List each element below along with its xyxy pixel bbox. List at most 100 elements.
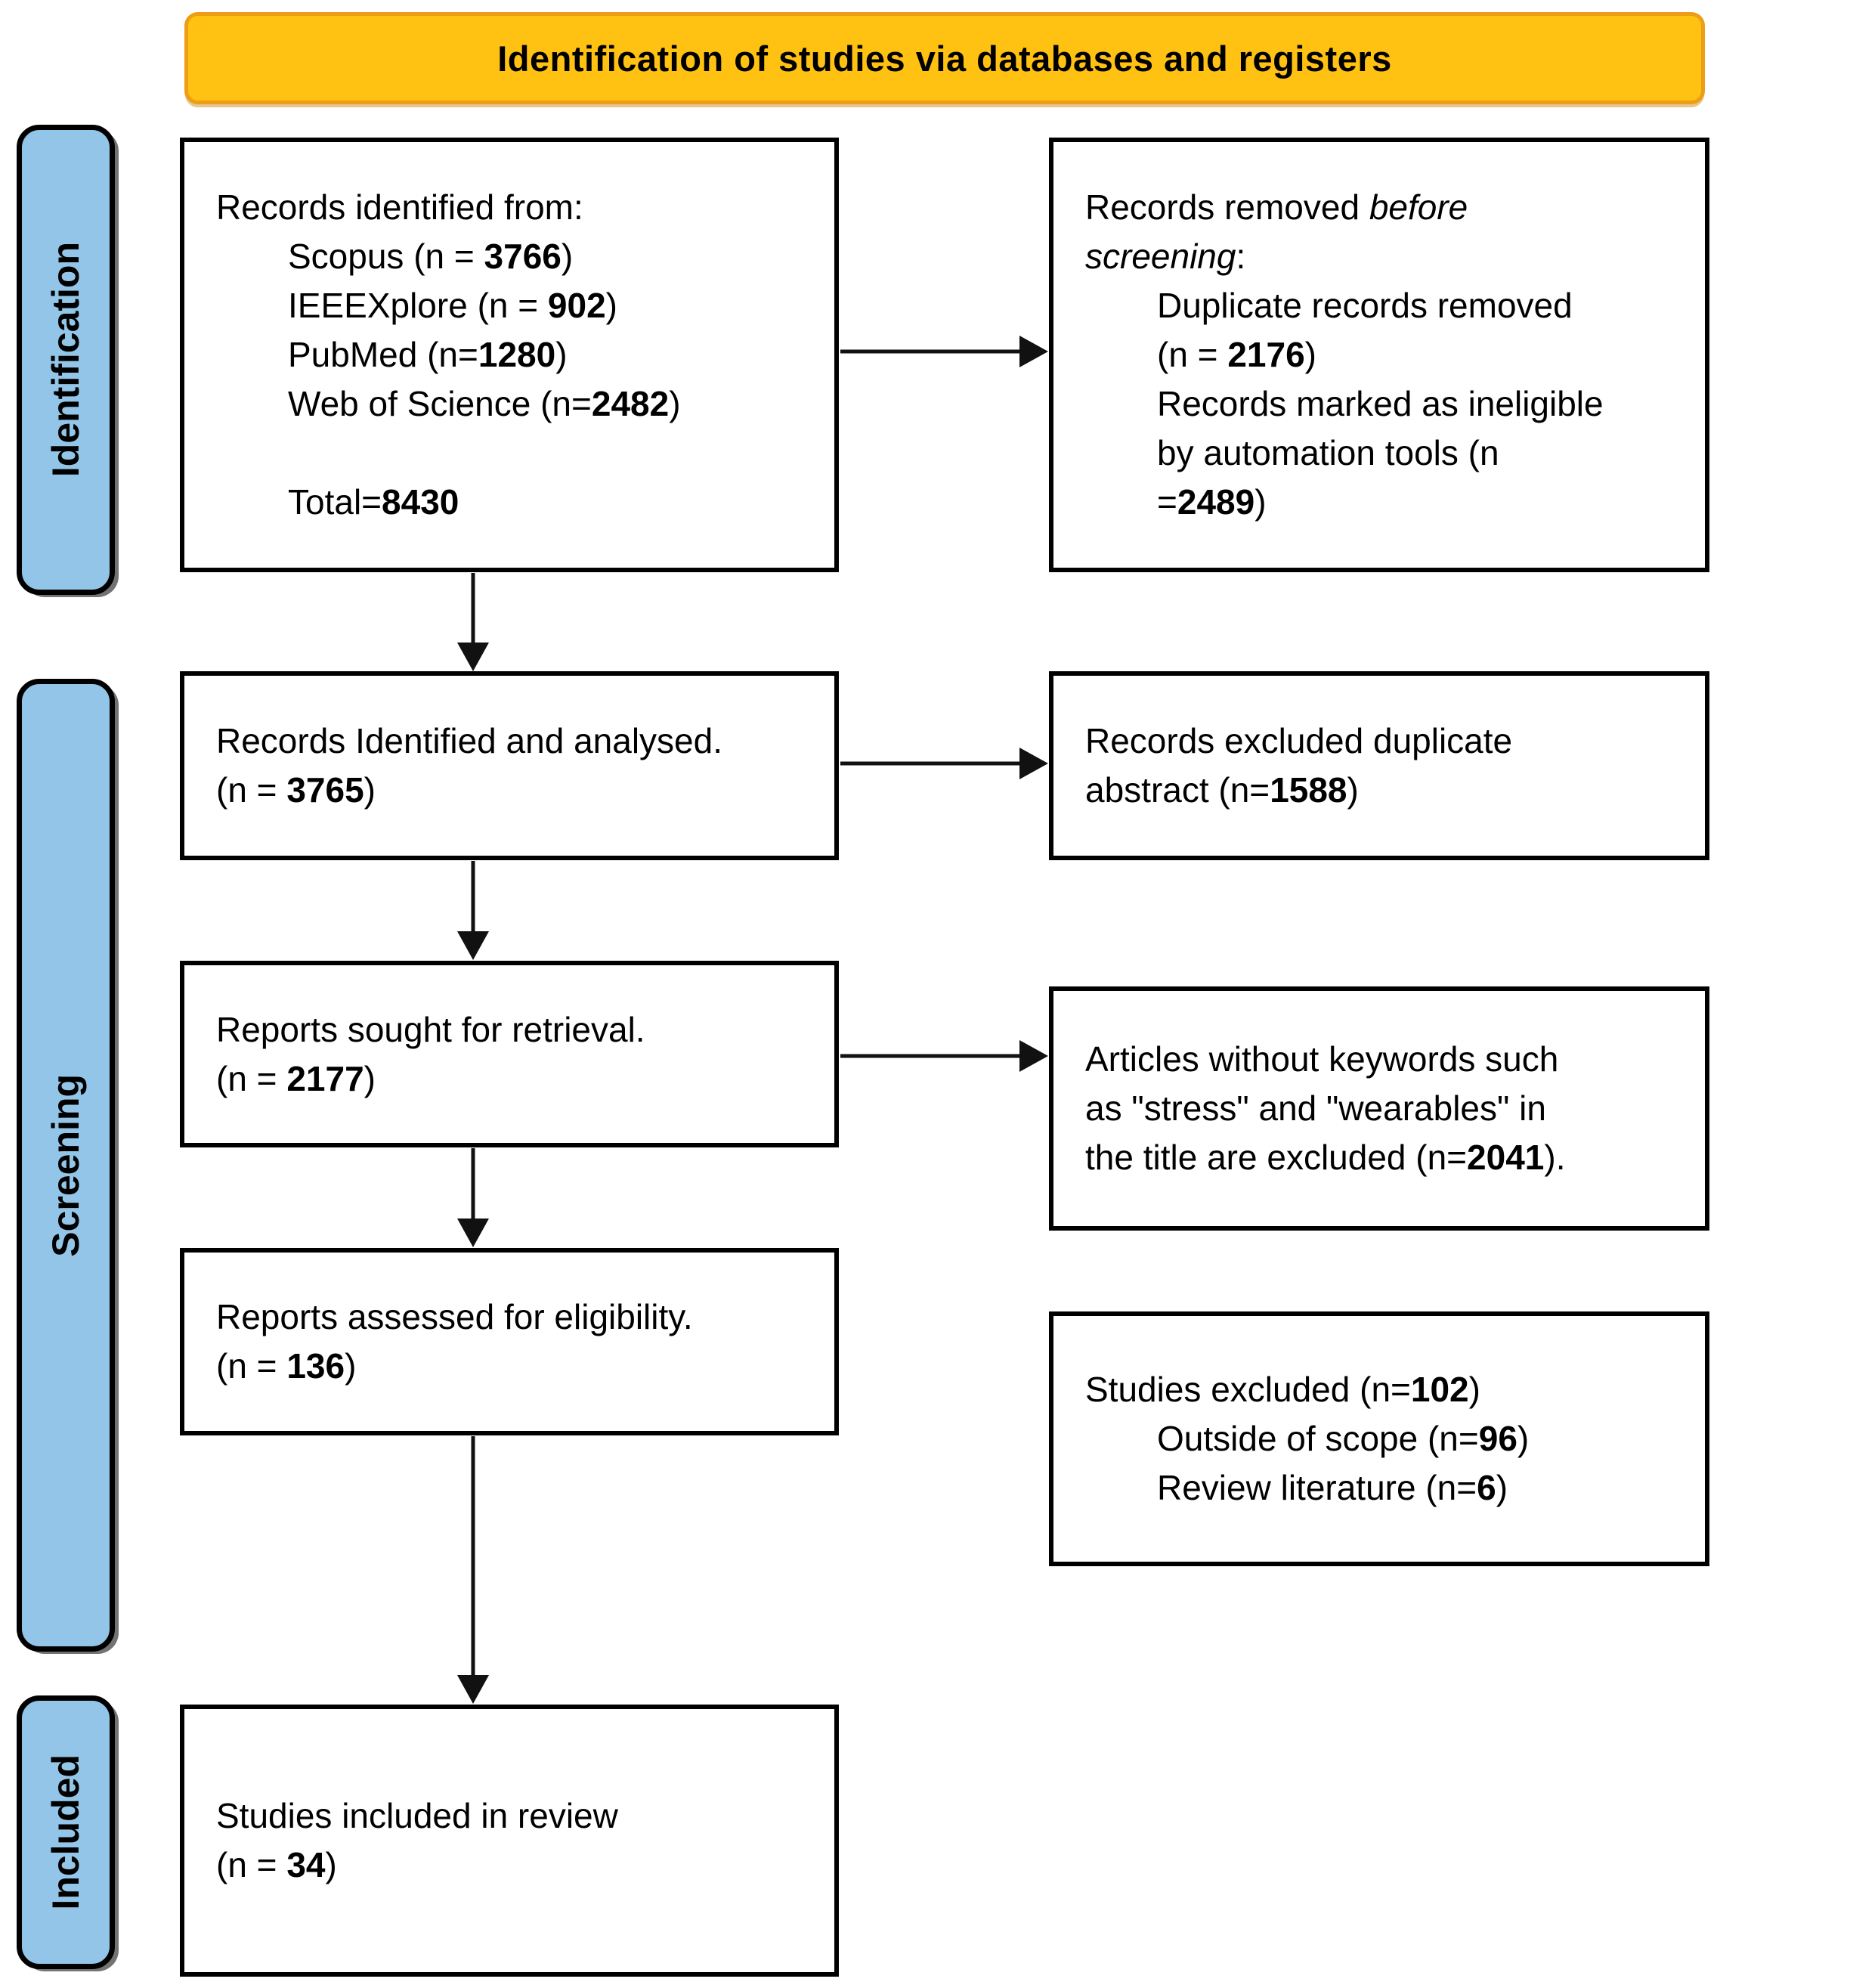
text-line: Articles without keywords such <box>1085 1035 1682 1084</box>
diagram-title: Identification of studies via databases … <box>497 38 1392 79</box>
text-segment: Studies included in review <box>216 1796 618 1835</box>
text-segment: ) <box>555 335 568 374</box>
arrow-right-analysed-to-excluded <box>840 748 1048 779</box>
text-segment: Studies excluded (n= <box>1085 1370 1411 1409</box>
text-segment: (n = <box>216 1346 287 1386</box>
text-line: Outside of scope (n=96) <box>1085 1414 1682 1463</box>
text-line: Studies included in review <box>216 1791 812 1841</box>
text-line: (n = 3765) <box>216 766 812 815</box>
text-line: by automation tools (n <box>1085 429 1682 478</box>
stage-label-identification: Identification <box>17 125 115 595</box>
text-line: PubMed (n=1280) <box>216 330 812 379</box>
text-line: Records marked as ineligible <box>1085 379 1682 429</box>
text-segment: Outside of scope (n= <box>1157 1419 1479 1458</box>
text-line: screening: <box>1085 232 1682 281</box>
text-segment: 3765 <box>286 770 364 810</box>
text-line: Studies excluded (n=102) <box>1085 1365 1682 1414</box>
text-line: Records identified from: <box>216 183 812 232</box>
text-line: Duplicate records removed <box>1085 281 1682 330</box>
text-segment: as "stress" and "wearables" in <box>1085 1088 1546 1128</box>
text-segment: ) <box>345 1346 357 1386</box>
text-segment: Web of Science (n= <box>288 384 592 423</box>
text-segment: ) <box>1254 482 1267 522</box>
text-segment: Records Identified and analysed. <box>216 721 722 760</box>
text-segment: ) <box>364 770 376 810</box>
text-segment: 136 <box>286 1346 345 1386</box>
text-line: (n = 34) <box>216 1841 812 1890</box>
text-segment: Reports assessed for eligibility. <box>216 1297 693 1336</box>
box-reports-assessed: Reports assessed for eligibility. (n = 13… <box>180 1248 839 1435</box>
text-segment: (n = <box>216 1845 287 1884</box>
arrow-down-analysed-to-sought <box>457 861 489 960</box>
box-records-identified: Records identified from: Scopus (n = 3766… <box>180 138 839 572</box>
text-segment: Total= <box>288 482 382 522</box>
text-segment: by automation tools (n <box>1157 433 1499 472</box>
text-segment: 2489 <box>1177 482 1255 522</box>
box-reports-sought: Reports sought for retrieval. (n = 2177) <box>180 961 839 1147</box>
text-line: (n = 2176) <box>1085 330 1682 379</box>
text-segment: Records marked as ineligible <box>1157 384 1604 423</box>
text-segment: = <box>1157 482 1177 522</box>
text-line: abstract (n=1588) <box>1085 766 1682 815</box>
text-line: Reports sought for retrieval. <box>216 1005 812 1054</box>
text-segment: ). <box>1544 1138 1566 1177</box>
box-records-analysed: Records Identified and analysed. (n = 376… <box>180 671 839 860</box>
text-line: Review literature (n=6) <box>1085 1463 1682 1513</box>
text-segment: ) <box>561 237 574 276</box>
text-segment: Records identified from: <box>216 187 583 227</box>
text-segment: Scopus (n = <box>288 237 484 276</box>
arrow-right-identified-to-removed <box>840 336 1048 367</box>
text-segment: Records removed <box>1085 187 1369 227</box>
text-line: (n = 2177) <box>216 1054 812 1104</box>
text-segment: Articles without keywords such <box>1085 1039 1559 1079</box>
text-line: the title are excluded (n=2041). <box>1085 1133 1682 1182</box>
text-line: as "stress" and "wearables" in <box>1085 1084 1682 1133</box>
box-articles-excluded-keywords: Articles without keywords such as "stress… <box>1049 986 1709 1231</box>
stage-label-screening: Screening <box>17 679 115 1652</box>
stage-label-screening-text: Screening <box>45 1073 87 1257</box>
box-studies-included: Studies included in review (n = 34) <box>180 1705 839 1977</box>
text-segment: 2177 <box>286 1058 364 1098</box>
text-line: IEEEXplore (n = 902) <box>216 281 812 330</box>
text-segment: 1588 <box>1270 770 1347 810</box>
text-segment: 2176 <box>1227 335 1305 374</box>
text-segment: 34 <box>286 1845 326 1884</box>
text-segment: : <box>1236 237 1246 276</box>
header-banner: Identification of studies via databases … <box>184 12 1705 104</box>
text-segment: 2041 <box>1467 1138 1545 1177</box>
arrow-down-assessed-to-included <box>457 1436 489 1704</box>
text-segment: ) <box>1468 1370 1480 1409</box>
text-segment: (n = <box>216 770 287 810</box>
text-segment: screening <box>1085 237 1236 276</box>
text-segment: 2482 <box>591 384 670 423</box>
text-segment: ) <box>1304 335 1316 374</box>
text-line: Web of Science (n=2482) <box>216 379 812 429</box>
text-segment: ) <box>364 1058 376 1098</box>
text-line: Scopus (n = 3766) <box>216 232 812 281</box>
box-records-excluded-duplicate: Records excluded duplicate abstract (n=15… <box>1049 671 1709 860</box>
text-segment: abstract (n= <box>1085 770 1270 810</box>
text-segment: Duplicate records removed <box>1157 286 1573 325</box>
stage-label-included: Included <box>17 1695 115 1969</box>
text-segment: Reports sought for retrieval. <box>216 1009 645 1049</box>
text-segment: ) <box>1517 1419 1530 1458</box>
text-segment: IEEEXplore (n = <box>288 286 548 325</box>
arrow-down-sought-to-assessed <box>457 1148 489 1247</box>
text-line: =2489) <box>1085 478 1682 527</box>
text-segment: (n = <box>216 1058 287 1098</box>
arrow-down-identified-to-analysed <box>457 573 489 671</box>
box-studies-excluded: Studies excluded (n=102)Outside of scope… <box>1049 1311 1709 1566</box>
text-segment: PubMed (n= <box>288 335 478 374</box>
text-line: Records excluded duplicate <box>1085 717 1682 766</box>
arrow-right-sought-to-articles-excluded <box>840 1040 1048 1072</box>
text-line: Total=8430 <box>216 478 812 527</box>
text-segment: ) <box>325 1845 337 1884</box>
text-segment: (n = <box>1157 335 1228 374</box>
text-segment: ) <box>669 384 681 423</box>
text-segment: Records excluded duplicate <box>1085 721 1513 760</box>
text-line: Records removed before <box>1085 183 1682 232</box>
text-segment: 96 <box>1478 1419 1517 1458</box>
text-segment: 1280 <box>478 335 556 374</box>
text-segment: 6 <box>1477 1468 1496 1507</box>
